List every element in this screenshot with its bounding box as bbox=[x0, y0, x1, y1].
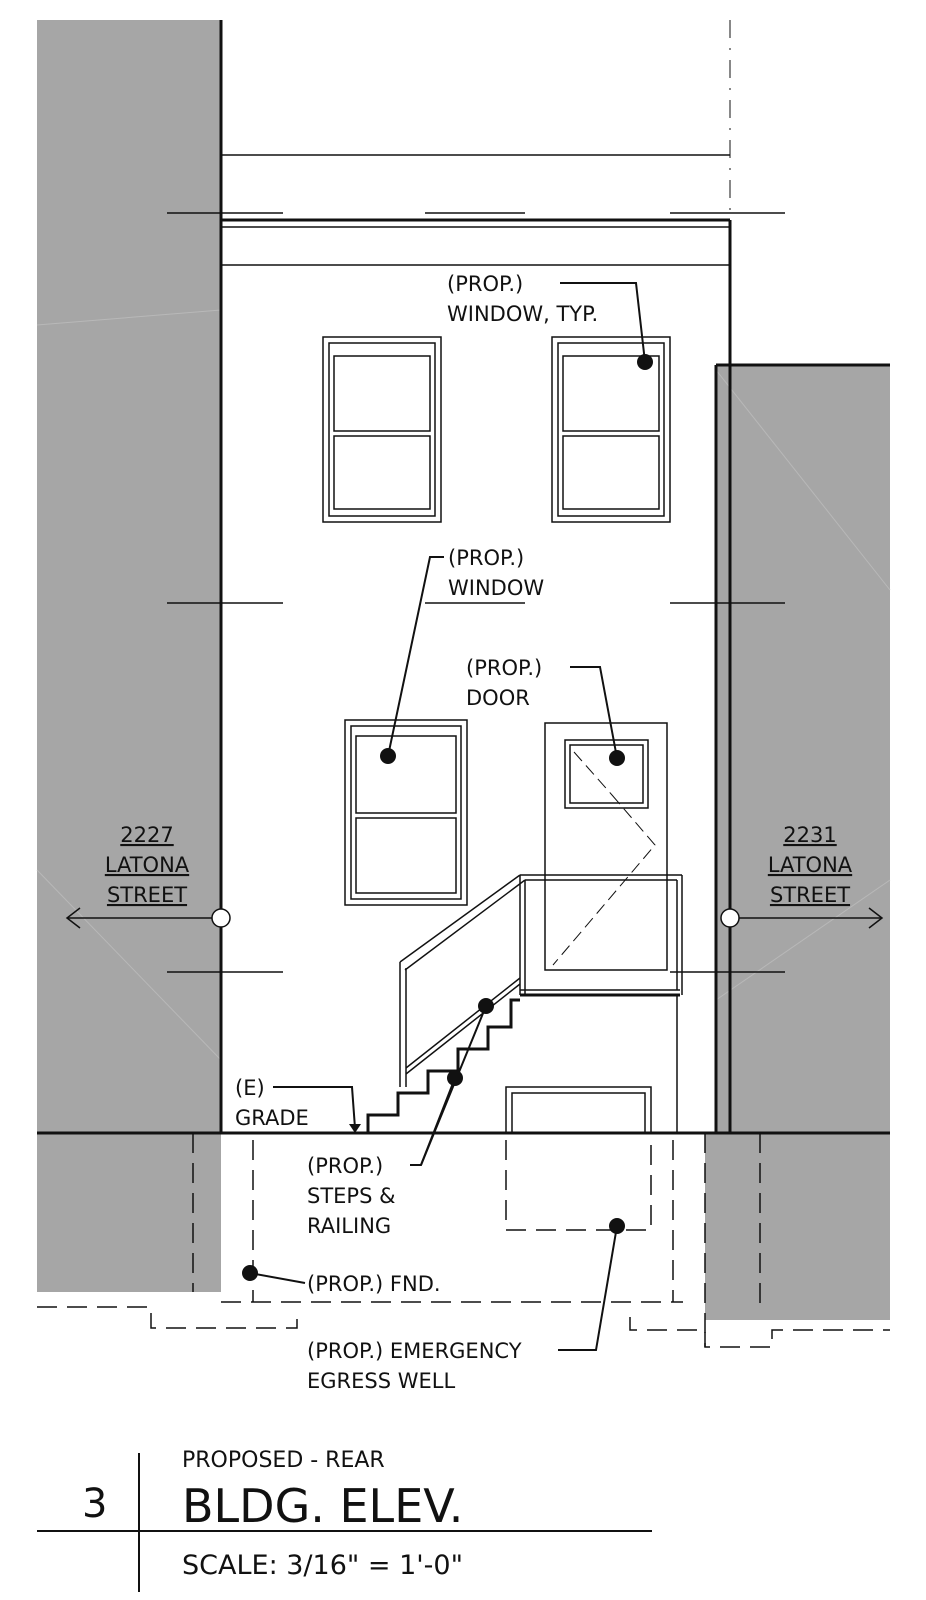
title-number: 3 bbox=[82, 1481, 107, 1527]
property-line-left bbox=[65, 907, 231, 929]
callout-grade-line1: (E) bbox=[235, 1076, 265, 1100]
neighbor-right-building bbox=[705, 365, 891, 1320]
callout-steps-line2: STEPS & bbox=[307, 1184, 395, 1208]
neighbor-left-street: LATONA bbox=[105, 853, 190, 877]
callout-window-line2: WINDOW bbox=[448, 576, 544, 600]
callout-door-line2: DOOR bbox=[466, 686, 530, 710]
stair-steps bbox=[366, 998, 520, 1133]
leader-dots bbox=[242, 354, 653, 1281]
property-line-right bbox=[720, 907, 884, 929]
callout-egress-line1: (PROP.) EMERGENCY bbox=[307, 1339, 522, 1363]
stair-railing bbox=[399, 874, 526, 1087]
callout-window-line1: (PROP.) bbox=[448, 546, 524, 570]
callout-grade-line2: GRADE bbox=[235, 1106, 309, 1130]
callout-steps-line3: RAILING bbox=[307, 1214, 391, 1238]
callout-window-typ-line2: WINDOW, TYP. bbox=[447, 302, 598, 326]
callout-steps-line1: (PROP.) bbox=[307, 1154, 383, 1178]
building-outline bbox=[37, 20, 890, 1135]
basement-window bbox=[505, 1086, 652, 1134]
neighbor-left-suffix: STREET bbox=[107, 883, 187, 907]
callout-window-typ-line1: (PROP.) bbox=[447, 272, 523, 296]
neighbor-left-number: 2227 bbox=[120, 823, 173, 847]
callout-door-line1: (PROP.) bbox=[466, 656, 542, 680]
window-upper-right bbox=[551, 336, 671, 523]
stair-landing bbox=[519, 874, 683, 1133]
title-main: BLDG. ELEV. bbox=[182, 1479, 463, 1533]
neighbor-left-building bbox=[36, 20, 222, 1292]
leader-lines bbox=[249, 282, 646, 1351]
callout-egress-line2: EGRESS WELL bbox=[307, 1369, 455, 1393]
title-subtitle: PROPOSED - REAR bbox=[182, 1448, 385, 1473]
window-lower bbox=[344, 719, 468, 906]
door bbox=[544, 722, 668, 971]
title-scale: SCALE: 3/16" = 1'-0" bbox=[182, 1550, 463, 1581]
neighbor-right-number: 2231 bbox=[783, 823, 836, 847]
neighbor-right-suffix: STREET bbox=[770, 883, 850, 907]
title-block: 3 PROPOSED - REAR BLDG. ELEV. SCALE: 3/1… bbox=[37, 1448, 652, 1592]
floor-level-lines bbox=[167, 212, 785, 973]
callout-foundation: (PROP.) FND. bbox=[307, 1272, 441, 1296]
neighbor-right-street: LATONA bbox=[768, 853, 853, 877]
window-upper-left bbox=[322, 336, 442, 523]
